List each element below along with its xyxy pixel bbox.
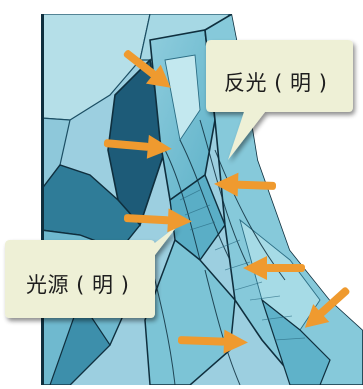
arrow-icon <box>214 172 277 197</box>
arrow-icon <box>123 50 171 88</box>
arrow-icon <box>243 256 305 280</box>
arrow-icon <box>177 329 248 354</box>
callout-reflected-light <box>206 40 353 160</box>
annotation-arrows <box>103 50 350 354</box>
arrow-icon <box>103 134 172 159</box>
callout-light-source <box>5 225 178 318</box>
arrow-icon <box>123 208 192 233</box>
light-source-label: 光源 ( 明 ) <box>26 273 130 297</box>
arrow-icon <box>304 287 350 328</box>
reflected-light-label: 反光 ( 明 ) <box>224 71 328 95</box>
